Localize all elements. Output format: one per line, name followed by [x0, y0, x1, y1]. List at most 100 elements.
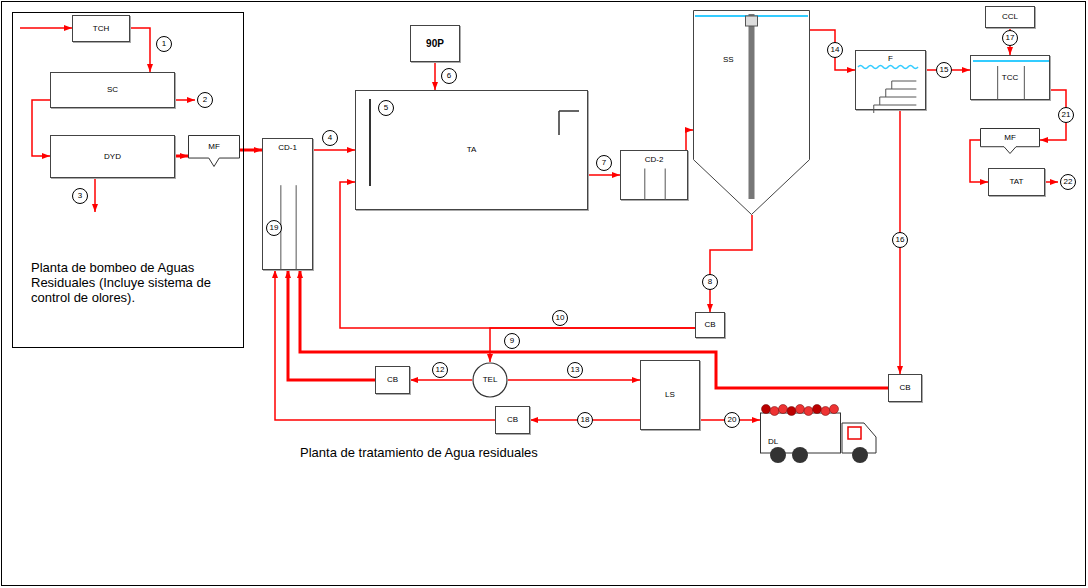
meter-outline: [981, 129, 1040, 154]
contact-tank: TCC: [970, 55, 1050, 100]
sludge-load: [830, 405, 839, 414]
baffle-wall: [559, 111, 579, 135]
sludge-load: [787, 407, 796, 416]
truck-body: [761, 413, 841, 453]
feed-well: [746, 16, 758, 26]
divider-wall: [1024, 66, 1025, 100]
callout-number: 6: [441, 68, 457, 84]
filter-step: [880, 97, 917, 105]
sludge-load: [762, 405, 771, 414]
flow-line: [810, 30, 855, 70]
node-label: DYD: [104, 152, 121, 161]
flow-line: [313, 149, 355, 151]
node-label: SC: [107, 85, 118, 94]
node-label: Planta de bombeo de Aguas Residuales (In…: [31, 261, 227, 306]
sludge-load: [796, 405, 805, 414]
divider-wall: [997, 66, 998, 100]
process-box: LS: [640, 360, 700, 430]
process-box: CCL: [985, 6, 1035, 28]
flow-line: [410, 379, 472, 381]
baffle-wall: [369, 99, 371, 186]
sludge-load: [821, 407, 830, 416]
callout-number: 12: [432, 362, 448, 378]
node-label: CB: [507, 415, 518, 424]
outflow-line: [94, 178, 96, 212]
node-label: DL: [768, 437, 778, 446]
callout-number: 21: [1058, 107, 1074, 123]
callout-number: 16: [892, 232, 908, 248]
process-box: TAT: [988, 168, 1045, 196]
flow-line: [710, 215, 752, 312]
tank-outline: [473, 363, 507, 397]
callout-number: 18: [577, 412, 593, 428]
callout-number: 3: [72, 188, 88, 204]
callout-number: 1: [156, 36, 172, 52]
flow-line: [434, 62, 436, 90]
node-label: LS: [665, 390, 675, 399]
meter-box: MF: [188, 135, 240, 167]
outflow-line: [175, 99, 195, 101]
flow-line: [288, 270, 375, 380]
flow-line: [275, 270, 495, 420]
water-level: [858, 66, 918, 69]
callout-number: 4: [322, 130, 338, 146]
water-level: [973, 60, 1049, 62]
callout-number: 22: [1060, 174, 1076, 190]
cab-window: [848, 427, 861, 439]
node-label: 90P: [426, 38, 444, 50]
node-label: TCC: [1002, 73, 1018, 82]
flow-line: [490, 328, 695, 362]
plant-boundary: Planta de bombeo de Aguas Residuales (In…: [12, 12, 244, 348]
settler-tank: SS: [693, 10, 810, 215]
process-box: DYD: [50, 135, 175, 178]
process-box: CB: [695, 312, 725, 338]
process-box: CB: [495, 406, 530, 434]
node-label: CD-2: [621, 155, 687, 164]
divider-wall: [644, 169, 645, 201]
callout-number: 17: [1002, 30, 1018, 46]
node-label: TAT: [1010, 177, 1024, 186]
wheel: [770, 447, 786, 463]
callout-number: 5: [378, 100, 394, 116]
filter-step: [892, 81, 917, 89]
node-label: F: [856, 54, 925, 63]
node-label: TA: [467, 145, 477, 154]
node-label: CB: [387, 375, 398, 384]
outflow-line: [1045, 181, 1058, 183]
node-label: TCH: [93, 24, 109, 33]
callout-number: 19: [266, 220, 282, 236]
node-label: CB: [704, 320, 715, 329]
node-label: TEL: [483, 375, 498, 384]
sludge-load: [770, 407, 779, 416]
truck-icon: DL: [760, 395, 880, 465]
flow-line: [588, 174, 620, 176]
callout-number: 20: [724, 412, 740, 428]
wheel: [852, 447, 868, 463]
callout-number: 10: [552, 310, 568, 326]
node-label: SS: [723, 55, 734, 64]
divider-wall: [296, 185, 297, 270]
callout-number: 14: [827, 42, 843, 58]
callout-number: 7: [596, 155, 612, 171]
node-outline: [693, 10, 810, 215]
callout-number: 9: [504, 333, 520, 349]
callout-number: 2: [197, 92, 213, 108]
process-box: 90P: [410, 25, 460, 62]
filter-step: [886, 89, 917, 97]
channel-box: CD-1: [262, 138, 313, 270]
node-label: CCL: [1002, 12, 1018, 21]
sludge-load: [804, 407, 813, 416]
process-box: CB: [375, 366, 410, 394]
node-outline: [263, 139, 314, 271]
callout-number: 15: [936, 62, 952, 78]
flow-line: [175, 155, 188, 158]
process-box: TCH: [72, 15, 130, 42]
channel-box: CD-2: [620, 150, 688, 200]
caption-text: Planta de tratamiento de Agua residuales: [300, 445, 538, 460]
callout-number: 13: [567, 362, 583, 378]
filter-unit: F: [855, 50, 926, 110]
node-outline: [760, 395, 880, 465]
flow-line: [508, 379, 640, 381]
node-outline: [188, 135, 240, 167]
process-box: CB: [888, 374, 922, 402]
